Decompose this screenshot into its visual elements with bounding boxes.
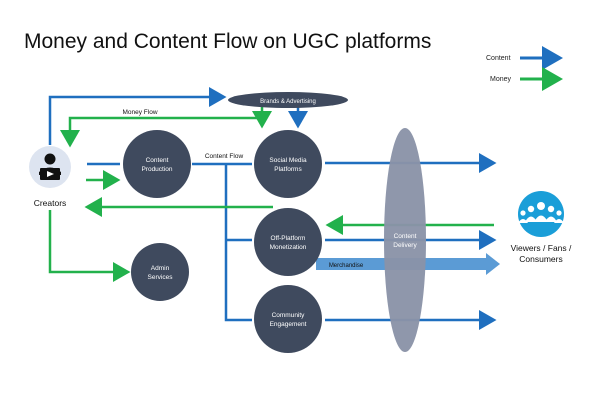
money-flow-label: Money Flow	[122, 109, 157, 116]
creator-computer-icon	[29, 146, 71, 188]
content-flow-branch	[224, 164, 252, 322]
creators-node: Creators	[29, 146, 71, 208]
legend: Content Money	[486, 46, 563, 91]
merchandise-arrowhead	[486, 253, 500, 275]
content-production-label-line1: Content	[146, 157, 169, 164]
legend-money-label: Money	[490, 76, 512, 83]
content-delivery-label-line2: Delivery	[393, 242, 417, 249]
page-title: Money and Content Flow on UGC platforms	[24, 30, 432, 53]
arrow-creators-to-brands	[48, 87, 227, 145]
audience-group-icon	[518, 191, 564, 237]
social-media-label-line1: Social Media	[269, 157, 307, 164]
content-arrows	[48, 87, 497, 330]
off-platform-monetization-node: Off-Platform Monetization	[254, 208, 322, 276]
off-platform-label-line1: Off-Platform	[271, 235, 306, 242]
brands-advertising-node: Brands & Advertising	[228, 92, 348, 108]
community-label-line2: Engagement	[270, 321, 307, 328]
content-delivery-node: Content Delivery	[384, 128, 426, 352]
social-media-platforms-node: Social Media Platforms	[254, 130, 322, 198]
merchandise-label: Merchandise	[329, 263, 364, 269]
brands-advertising-label: Brands & Advertising	[260, 99, 316, 105]
content-production-label-line2: Production	[141, 166, 172, 173]
viewers-label-line1: Viewers / Fans /	[511, 243, 572, 253]
content-production-node: Content Production	[123, 130, 191, 198]
money-arrows	[48, 107, 494, 282]
arrow-money-flow-to-creators	[60, 116, 262, 148]
off-platform-label-line2: Monetization	[270, 244, 307, 251]
community-engagement-node: Community Engagement	[254, 285, 322, 353]
admin-services-node: Admin Services	[131, 243, 189, 301]
content-delivery-label-line1: Content	[394, 233, 417, 240]
admin-services-label-line1: Admin	[151, 265, 170, 272]
viewers-label-line2: Consumers	[519, 254, 562, 264]
admin-services-label-line2: Services	[148, 274, 174, 281]
creators-label: Creators	[34, 198, 67, 208]
social-media-label-line2: Platforms	[274, 166, 302, 173]
arrow-creators-to-admin	[48, 210, 131, 282]
viewers-node: Viewers / Fans / Consumers	[511, 191, 572, 264]
legend-content-label: Content	[486, 55, 511, 62]
content-flow-label: Content Flow	[205, 153, 244, 160]
community-label-line1: Community	[272, 312, 306, 319]
